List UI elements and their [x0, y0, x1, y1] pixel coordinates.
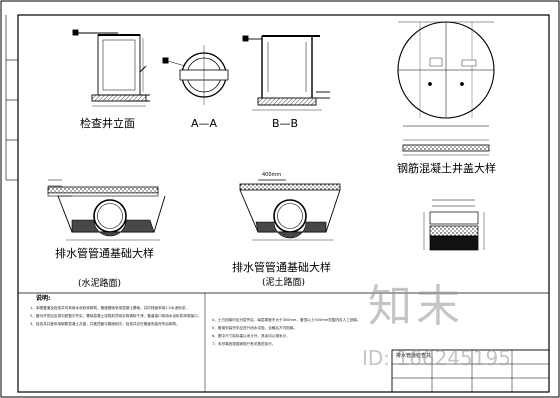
- note-item: 6、图中尺寸除标高以米计外，其余均以毫米计。: [212, 334, 290, 339]
- notes-heading: 说明:: [36, 295, 51, 302]
- watermark-id: ID: 166245195: [362, 346, 511, 370]
- pipe-foundation-right-drawing: [239, 179, 341, 241]
- caption-pipe-foundation-right: 排水管管通基础大样: [232, 261, 331, 274]
- inner-border: [17, 14, 550, 393]
- title-block-name: 排水管道检查井: [396, 353, 432, 359]
- trench-detail-drawing: [423, 199, 485, 251]
- caption-pipe-foundation-left-sub: (水泥路面): [78, 279, 122, 289]
- note-item: 1、本图管道及检查井均采用水泥砂浆砌筑，管道基础采用混凝土基础，井内抹面采用1:…: [30, 306, 190, 310]
- note-item: 3、检查井井盖采用钢筋混凝土井盖，井盖顶面与路面相平，检查井应在管道安装完毕后砌…: [30, 322, 180, 327]
- caption-pipe-foundation-left: 排水管管通基础大样: [55, 247, 154, 260]
- section-aa-drawing: [162, 45, 229, 105]
- watermark-logo: 知末: [368, 281, 464, 332]
- caption-cover-detail: 钢筋混凝土井盖大样: [397, 162, 496, 175]
- dimension-400: 400mm: [262, 172, 282, 178]
- manhole-elevation-drawing: [72, 29, 150, 107]
- caption-manhole-elevation: 检查井立面: [80, 117, 135, 130]
- caption-section-aa: A—A: [191, 117, 218, 130]
- caption-section-bb: B—B: [272, 117, 299, 130]
- pipe-foundation-left-drawing: [47, 179, 166, 241]
- note-item: 4、土方回填时应分层夯实，每层厚度不大于300mm，管顶以上500mm范围内应人…: [212, 318, 361, 322]
- caption-pipe-foundation-right-sub: (泥土路面): [262, 278, 306, 288]
- notes-frame: [18, 292, 549, 392]
- title-block: [391, 349, 550, 393]
- cover-section-drawing: [402, 139, 490, 156]
- binding-strip: [5, 15, 18, 181]
- cover-plan-drawing: [397, 21, 495, 127]
- section-bb-drawing: [242, 35, 330, 111]
- note-item: 7、未尽事宜按国家现行有关规范执行。: [212, 342, 276, 347]
- notes-left-list: 1、本图管道及检查井均采用水泥砂浆砌筑，管道基础采用混凝土基础，井内抹面采用1:…: [30, 306, 202, 330]
- note-item: 2、管沟开挖后应将沟底整平夯实，基础混凝土浇筑前须将杂物清除干净，管道接口采用水…: [30, 314, 202, 319]
- notes-right-list: 4、土方回填时应分层夯实，每层厚度不大于300mm，管顶以上500mm范围内应人…: [212, 318, 388, 351]
- note-item: 5、管道安装完毕应进行闭水试验，合格后方可回填。: [212, 326, 297, 331]
